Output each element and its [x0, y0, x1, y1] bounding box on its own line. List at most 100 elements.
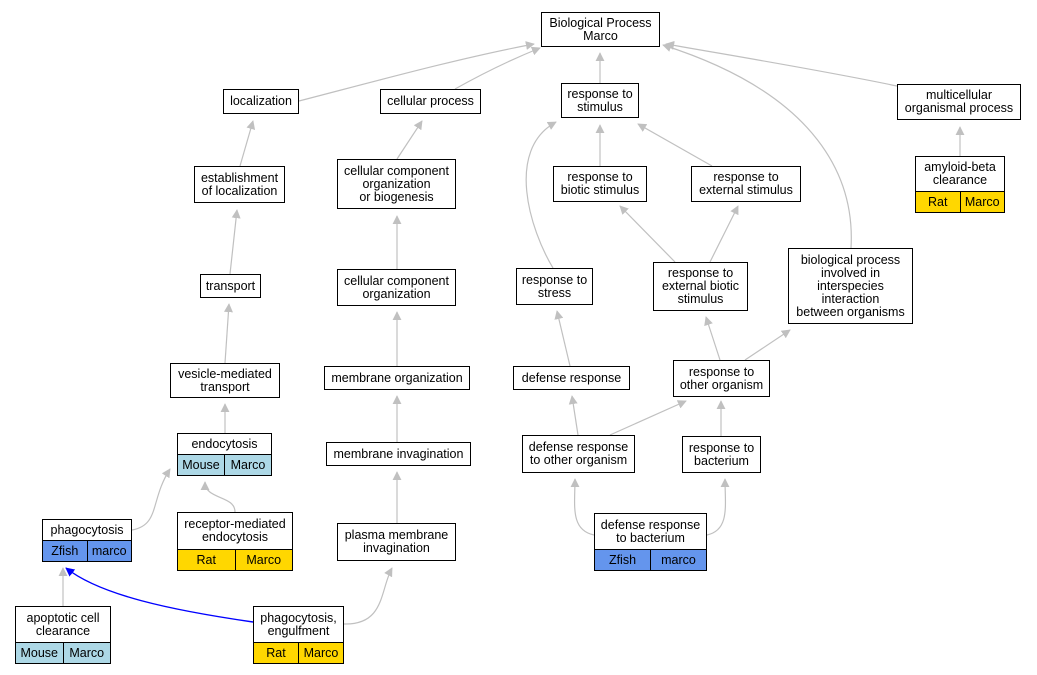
node-label: response to stress: [521, 272, 588, 300]
node-pm-inv[interactable]: plasma membrane invagination: [337, 523, 456, 561]
edge-defense_bact-to-bacterium: [706, 478, 730, 536]
node-label: response to stimulus: [567, 86, 633, 114]
node-response-stimulus[interactable]: response to stimulus: [561, 83, 639, 118]
gene-tag: Marco: [235, 550, 292, 570]
edge-interspecies-to-bp: [662, 43, 852, 249]
node-cellular-process[interactable]: cellular process: [380, 89, 481, 114]
node-localization[interactable]: localization: [223, 89, 299, 114]
node-stress[interactable]: response to stress: [516, 268, 593, 305]
species-tag: Rat: [178, 550, 236, 570]
node-label: response to biotic stimulus: [560, 170, 640, 197]
edge-vesicle-to-transport: [223, 303, 233, 364]
node-label: vesicle-mediated transport: [178, 366, 272, 394]
gene-tag: Marco: [299, 643, 343, 663]
gene-tag: marco: [87, 541, 131, 561]
node-label: Biological Process Marco: [549, 15, 652, 43]
node-ext-biotic[interactable]: response to external biotic stimulus: [653, 262, 748, 311]
edge-ext_biotic-to-biotic_stimulus: [619, 205, 676, 263]
edge-receptor_endo-to-endocytosis: [200, 481, 236, 513]
edge-other_organism-to-ext_biotic: [704, 316, 721, 361]
node-label: phagocytosis: [50, 522, 124, 537]
edge-defense_other-to-defense: [568, 395, 579, 436]
species-tag: Rat: [916, 192, 961, 212]
node-label: response to external biotic stimulus: [661, 266, 740, 306]
node-label: multicellular organismal process: [904, 88, 1014, 115]
node-label: receptor-mediated endocytosis: [184, 517, 286, 544]
node-cco[interactable]: cellular component organization: [337, 269, 456, 306]
species-tag: Mouse: [178, 455, 225, 475]
node-bacterium[interactable]: response to bacterium: [682, 436, 761, 473]
node-label: membrane invagination: [333, 446, 464, 461]
node-label: response to bacterium: [688, 440, 755, 468]
node-transport[interactable]: transport: [200, 274, 261, 298]
node-label: response to external stimulus: [699, 170, 793, 197]
species-tag: Mouse: [16, 643, 64, 663]
node-label: establishment of localization: [200, 170, 279, 198]
node-interspecies[interactable]: biological process involved in interspec…: [788, 248, 913, 324]
edge-stress-to-response_stimulus: [525, 121, 557, 269]
node-defense[interactable]: defense response: [513, 366, 630, 390]
edge-defense-to-stress: [554, 310, 571, 367]
gene-tag: Marco: [63, 643, 110, 663]
edge-est_localization-to-localization: [239, 120, 256, 167]
node-label: amyloid-beta clearance: [924, 160, 996, 187]
node-label: defense response to bacterium: [600, 517, 701, 545]
edge-engulfment-to-phagocytosis: [65, 567, 254, 623]
node-label: biological process involved in interspec…: [796, 252, 905, 319]
edge-defense_bact-to-defense_other: [570, 478, 595, 536]
node-biotic-stimulus[interactable]: response to biotic stimulus: [553, 166, 647, 202]
edge-localization-to-bp: [298, 41, 535, 102]
node-label: cellular component organization: [344, 273, 449, 301]
node-multicellular[interactable]: multicellular organismal process: [897, 84, 1021, 120]
edge-cellular_process-to-bp: [454, 46, 541, 90]
gene-tag: marco: [651, 550, 706, 570]
node-other-organism[interactable]: response to other organism: [673, 360, 770, 397]
node-label: localization: [230, 94, 292, 108]
node-label: response to other organism: [679, 364, 764, 392]
edge-external_stimulus-to-response_stimulus: [637, 123, 713, 167]
node-label: plasma membrane invagination: [344, 528, 449, 555]
node-label: transport: [205, 278, 256, 293]
edge-ext_biotic-to-external_stimulus: [709, 205, 739, 263]
edge-engulfment-to-pm_inv: [343, 567, 393, 625]
node-ccob[interactable]: cellular component organization or bioge…: [337, 159, 456, 209]
node-bp[interactable]: Biological Process Marco: [541, 12, 660, 47]
gene-tag: Marco: [225, 455, 271, 475]
node-vesicle[interactable]: vesicle-mediated transport: [170, 363, 280, 398]
edge-defense_other-to-other_organism: [609, 400, 687, 436]
node-membrane-org[interactable]: membrane organization: [324, 366, 470, 390]
node-label: membrane organization: [331, 370, 463, 385]
node-label: phagocytosis, engulfment: [260, 610, 337, 638]
species-tag: Rat: [254, 643, 299, 663]
edge-transport-to-est_localization: [229, 209, 241, 275]
node-est-localization[interactable]: establishment of localization: [194, 166, 285, 203]
edge-ccob-to-cellular_process: [396, 120, 423, 160]
node-external-stimulus[interactable]: response to external stimulus: [691, 166, 801, 202]
node-membrane-inv[interactable]: membrane invagination: [326, 442, 471, 466]
gene-tag: Marco: [960, 192, 1004, 212]
node-label: apoptotic cell clearance: [26, 610, 100, 638]
node-defense-other[interactable]: defense response to other organism: [522, 435, 635, 473]
edge-other_organism-to-interspecies: [744, 329, 791, 361]
node-label: defense response to other organism: [528, 440, 629, 467]
node-label: defense response: [521, 370, 622, 385]
edge-multicellular-to-bp: [665, 40, 898, 87]
edge-phagocytosis-to-endocytosis: [131, 468, 171, 531]
species-tag: Zfish: [595, 550, 651, 570]
node-label: cellular process: [387, 94, 474, 108]
